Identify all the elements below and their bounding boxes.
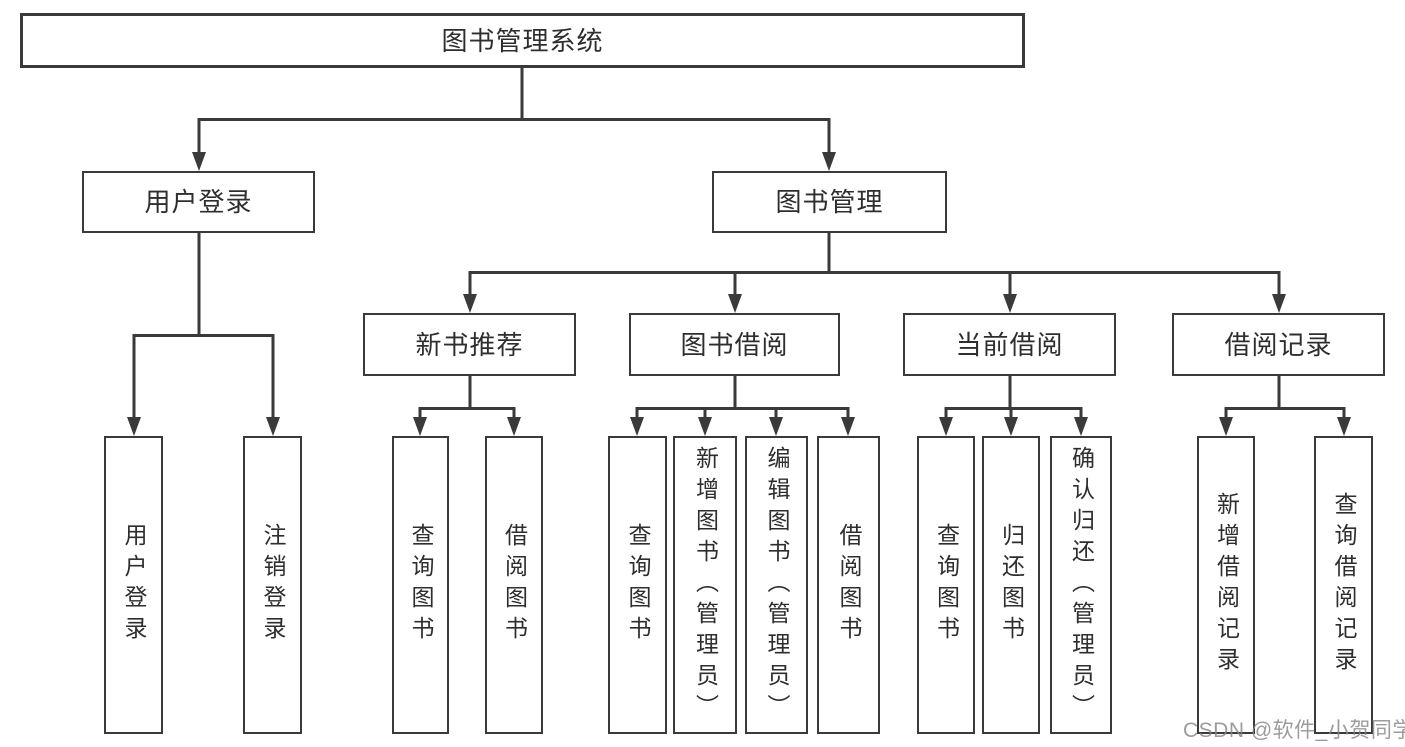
arrowhead xyxy=(507,417,521,436)
arrowheads xyxy=(127,152,1351,436)
node-leaf-return-book: 归还图书 xyxy=(982,436,1040,734)
node-label: 用户登录 xyxy=(144,187,253,217)
node-borrow-records: 借阅记录 xyxy=(1172,313,1385,376)
arrowhead xyxy=(413,417,427,436)
node-leaf-user-login: 用户登录 xyxy=(104,436,163,734)
node-leaf-logout: 注销登录 xyxy=(243,436,302,734)
arrowhead xyxy=(1074,417,1088,436)
node-label: 借阅图书 xyxy=(836,523,862,647)
node-label: 注销登录 xyxy=(260,523,286,647)
node-new-book-recommend: 新书推荐 xyxy=(363,313,576,376)
arrowhead xyxy=(1219,417,1233,436)
node-label: 图书管理系统 xyxy=(441,25,604,56)
node-leaf-query-books-3: 查询图书 xyxy=(917,436,975,734)
connector-borrow-records-rail xyxy=(1224,407,1346,418)
connector-current-borrow-rail xyxy=(944,407,1083,418)
arrowhead xyxy=(463,294,477,313)
node-label: 用户登录 xyxy=(121,523,147,647)
node-label: 新书推荐 xyxy=(415,329,524,360)
connector-new-book-rail xyxy=(418,407,516,418)
arrowhead xyxy=(1272,294,1286,313)
node-label: 当前借阅 xyxy=(955,329,1064,360)
arrowhead xyxy=(192,152,206,171)
arrowhead xyxy=(630,417,644,436)
connector-level3-rail xyxy=(468,271,1281,295)
node-label: 查询图书 xyxy=(933,523,960,647)
connector-rails xyxy=(132,68,1346,418)
node-leaf-add-borrow-record: 新增借阅记录 xyxy=(1197,436,1255,734)
arrowhead xyxy=(769,417,783,436)
node-leaf-borrow-books-1: 借阅图书 xyxy=(485,436,543,734)
arrowhead xyxy=(822,152,836,171)
connector-level2-rail xyxy=(197,118,831,153)
node-label: 查询图书 xyxy=(408,523,434,647)
arrowhead xyxy=(266,417,280,436)
arrowhead xyxy=(939,417,953,436)
arrowhead xyxy=(1003,294,1017,313)
node-book-borrow: 图书借阅 xyxy=(629,313,840,376)
arrowhead xyxy=(127,417,141,436)
node-leaf-confirm-return-admin: 确认归还（管理员） xyxy=(1050,436,1112,734)
node-leaf-query-books-1: 查询图书 xyxy=(392,436,449,734)
node-leaf-query-books-2: 查询图书 xyxy=(608,436,667,734)
arrowhead xyxy=(1337,417,1351,436)
node-leaf-query-borrow-record: 查询借阅记录 xyxy=(1314,436,1373,734)
arrowhead xyxy=(1004,417,1018,436)
arrowhead xyxy=(728,294,742,313)
arrowhead xyxy=(698,417,712,436)
node-leaf-add-book-admin: 新增图书（管理员） xyxy=(673,436,737,734)
node-book-management-system: 图书管理系统 xyxy=(20,13,1025,68)
connector-user-login-rail xyxy=(132,334,275,418)
node-label: 归还图书 xyxy=(998,523,1025,647)
node-user-login: 用户登录 xyxy=(82,171,315,233)
node-label: 新增图书（管理员） xyxy=(692,445,719,725)
node-book-management: 图书管理 xyxy=(712,171,947,233)
node-label: 图书管理 xyxy=(775,187,884,217)
node-label: 编辑图书（管理员） xyxy=(764,445,790,725)
node-label: 借阅记录 xyxy=(1224,329,1333,360)
node-label: 查询图书 xyxy=(625,523,651,647)
node-leaf-edit-book-admin: 编辑图书（管理员） xyxy=(745,436,808,734)
csdn-watermark: CSDN @软件_小贺同学 xyxy=(1183,719,1405,742)
node-label: 图书借阅 xyxy=(680,329,789,360)
node-label: 新增借阅记录 xyxy=(1213,492,1240,678)
node-label: 确认归还（管理员） xyxy=(1068,445,1095,725)
arrowhead xyxy=(841,417,855,436)
node-label: 借阅图书 xyxy=(501,523,528,647)
connector-book-borrow-rail xyxy=(635,407,850,418)
node-label: 查询借阅记录 xyxy=(1331,492,1357,678)
node-current-borrow: 当前借阅 xyxy=(903,313,1116,376)
node-leaf-borrow-books-2: 借阅图书 xyxy=(817,436,880,734)
